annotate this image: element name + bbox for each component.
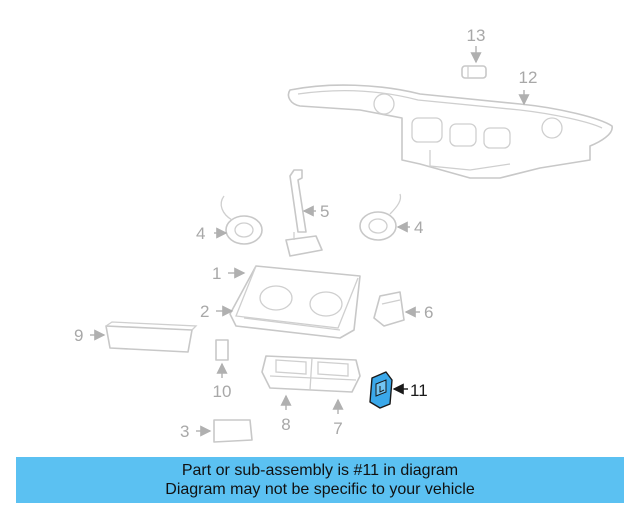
part-11-highlighted (369, 371, 393, 409)
part-13-clip (461, 65, 487, 79)
part-1-2-console-housing (229, 265, 361, 339)
part-5-bracket (285, 169, 323, 257)
callout-5: 5 (320, 202, 329, 221)
banner-line-1: Part or sub-assembly is #11 in diagram (181, 462, 459, 479)
callout-4-right: 4 (414, 218, 423, 237)
part-6-clip (373, 291, 405, 327)
part-3-lens (213, 419, 253, 443)
callout-3: 3 (180, 422, 189, 441)
callout-11: 11 (410, 381, 428, 400)
callout-8: 8 (281, 415, 290, 434)
callout-7: 7 (333, 419, 342, 438)
callout-9: 9 (74, 326, 83, 345)
callout-10: 10 (213, 382, 232, 401)
part-4-lamp-left (220, 195, 263, 245)
part-10-lens (215, 339, 229, 361)
callout-4-left: 4 (196, 224, 205, 243)
part-12-console-bezel (287, 84, 613, 179)
callout-6: 6 (424, 303, 433, 322)
callout-13: 13 (467, 26, 486, 45)
callout-2: 2 (200, 302, 209, 321)
part-4-lamp-right (359, 193, 402, 241)
part-7-8-switch-assembly (261, 355, 361, 393)
callout-1: 1 (212, 264, 221, 283)
callout-12: 12 (519, 68, 538, 87)
part-9-bin (105, 321, 198, 353)
info-banner: Part or sub-assembly is #11 in diagram D… (16, 457, 624, 503)
banner-line-2: Diagram may not be specific to your vehi… (165, 481, 475, 498)
